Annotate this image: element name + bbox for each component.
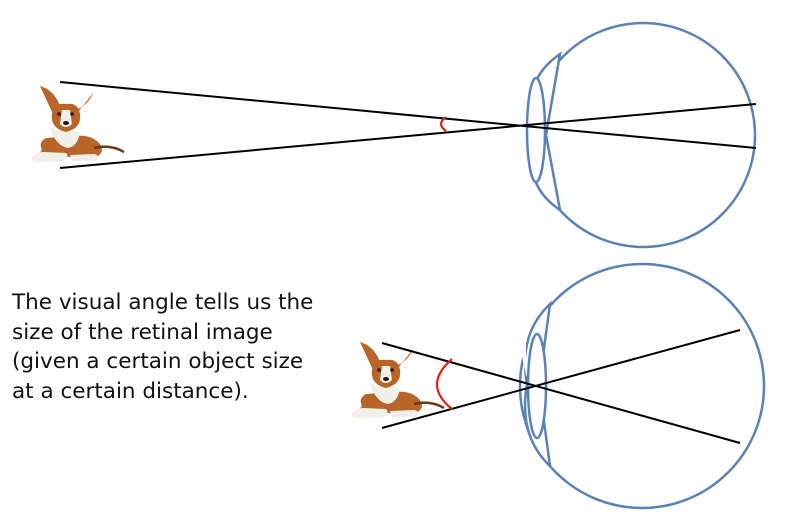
- visual-angle-arc: [439, 116, 447, 132]
- ray-upper: [59, 81, 757, 149]
- visual-angle-arc: [436, 358, 453, 410]
- caption-text: The visual angle tells us the size of th…: [12, 288, 352, 406]
- caption-line: at a certain distance).: [12, 378, 249, 404]
- ray-upper: [381, 342, 741, 444]
- top-scene: [30, 21, 757, 249]
- dog-icon: [30, 84, 126, 164]
- caption-line: The visual angle tells us the: [12, 290, 314, 315]
- bottom-scene: [350, 262, 766, 510]
- caption-line: size of the retinal image: [12, 319, 273, 345]
- eyeball-icon: [518, 262, 766, 510]
- light-rays: [381, 329, 741, 444]
- light-rays: [59, 81, 757, 169]
- lens-icon: [525, 76, 547, 184]
- ray-lower: [59, 103, 757, 169]
- dog-icon: [350, 340, 446, 420]
- caption-line: (given a certain object size: [12, 349, 304, 374]
- eyeball-icon: [527, 21, 757, 249]
- ray-lower: [381, 329, 741, 429]
